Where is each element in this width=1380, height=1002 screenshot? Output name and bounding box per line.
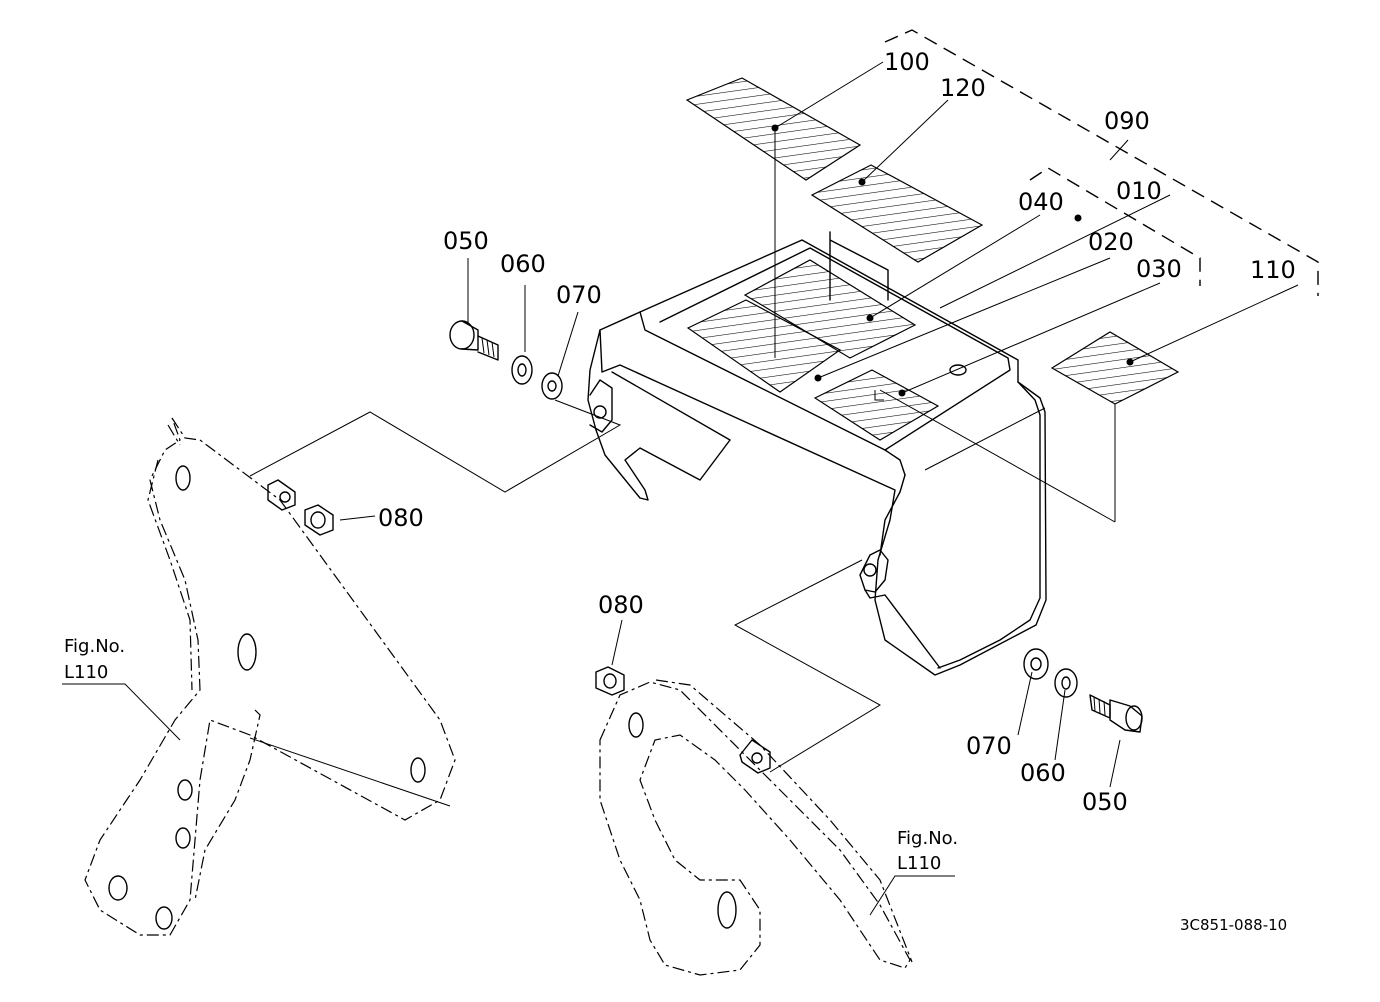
- label-050-left: 050: [443, 227, 489, 255]
- label-040: 040: [1018, 188, 1064, 216]
- fig-ref-left-title: Fig.No.: [64, 636, 125, 657]
- right-mounting-bracket: [599, 679, 913, 976]
- label-010: 010: [1116, 177, 1162, 205]
- cover-assembly: [587, 231, 1047, 676]
- label-030: 030: [1136, 255, 1182, 283]
- label-020: 020: [1088, 228, 1134, 256]
- label-090: 090: [1104, 107, 1150, 135]
- decal-030: [813, 369, 940, 441]
- fig-ref-leaders: [62, 683, 955, 916]
- washer-070-left: [541, 372, 563, 400]
- left-mounting-bracket: [84, 417, 456, 936]
- decal-110: [1050, 331, 1180, 405]
- label-060-left: 060: [500, 250, 546, 278]
- washer-060-left: [511, 355, 533, 385]
- bolt-050-right: [1089, 694, 1143, 733]
- fig-ref-right-title: Fig.No.: [897, 828, 958, 849]
- part-labels: 100 120 090 040 010 020 030 110 050 060 …: [378, 48, 1296, 816]
- nut-080-right: [595, 666, 625, 696]
- label-100: 100: [884, 48, 930, 76]
- fig-ref-right-code: L110: [897, 853, 941, 874]
- decal-020: [686, 299, 842, 393]
- label-050-right: 050: [1082, 788, 1128, 816]
- washer-060-right: [1054, 668, 1078, 698]
- washer-070-right: [1023, 648, 1049, 680]
- fig-ref-left-code: L110: [64, 662, 108, 683]
- label-060-right: 060: [1020, 759, 1066, 787]
- label-070-right: 070: [966, 732, 1012, 760]
- label-110: 110: [1250, 256, 1296, 284]
- fig-ref-left: Fig.No. L110: [64, 636, 125, 683]
- label-080-right: 080: [598, 591, 644, 619]
- label-120: 120: [940, 74, 986, 102]
- assembly-bracket-090: [884, 29, 1319, 296]
- drawing-code: 3C851-088-10: [1180, 916, 1287, 934]
- fig-ref-right: Fig.No. L110: [897, 828, 958, 874]
- label-070-left: 070: [556, 281, 602, 309]
- leader-lines: [249, 61, 1299, 788]
- assembly-bracket-010: [1029, 167, 1201, 286]
- label-080-left: 080: [378, 504, 424, 532]
- decal-120: [810, 164, 984, 263]
- nut-080-left: [304, 504, 334, 536]
- bolt-050-left: [449, 320, 499, 361]
